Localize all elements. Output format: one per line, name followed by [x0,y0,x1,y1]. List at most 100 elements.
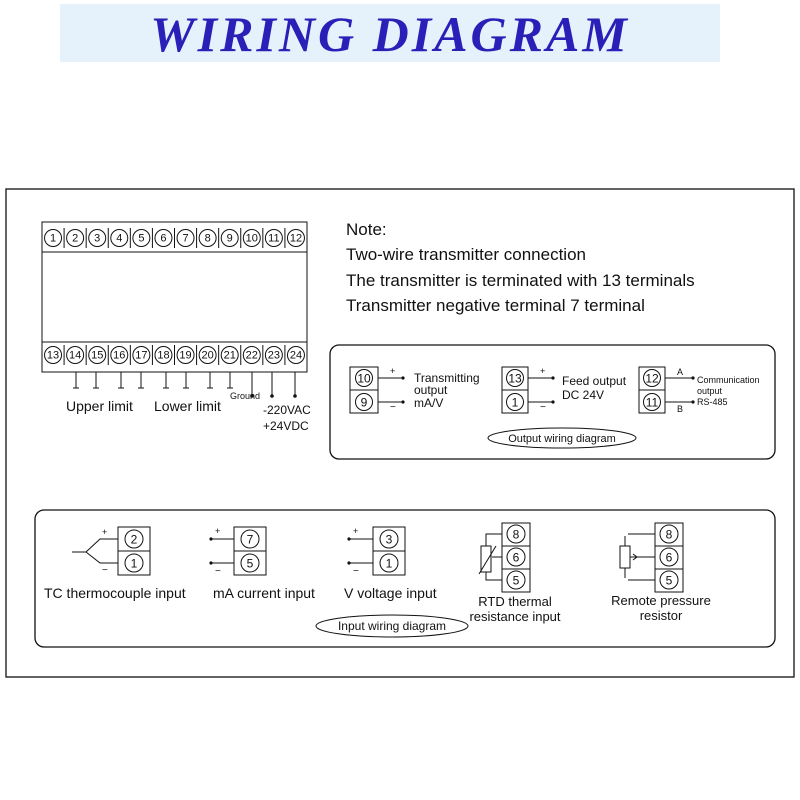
power-ac-label: -220VAC [263,403,311,417]
terminal-circle [506,570,526,590]
tc-label: TC thermocouple input [44,585,186,601]
note-heading: Note: [346,220,387,239]
output-section-frame [329,344,776,460]
terminal-circle [220,346,239,364]
terminal-circle [379,529,399,549]
terminal-circle [198,346,217,364]
terminal-circle [264,229,283,247]
comm-label-1: Communication [697,375,760,385]
terminal-number: 4 [116,233,122,245]
note-line-3: Transmitter negative terminal 7 terminal [346,296,645,315]
v-label: V voltage input [344,585,437,601]
input-caption: Input wiring diagram [338,619,446,633]
terminal-block-body [41,251,308,343]
terminal-circle [176,229,195,247]
tc-input: 21 + − TC thermocouple input [44,526,186,601]
terminal-circle [88,229,107,247]
terminal-number: 9 [361,396,368,410]
ground-label: Ground [230,391,260,401]
ma-minus: − [215,566,221,577]
terminal-number: 13 [508,372,522,386]
terminal-circle [124,529,144,549]
terminal-circle [264,346,283,364]
terminal-number: 12 [290,233,302,245]
terminal-circle [659,524,679,544]
terminal-circle [643,369,661,387]
title-band: WIRING DIAGRAM [60,4,720,62]
terminal-number: 10 [246,233,258,245]
terminal-number: 11 [646,396,659,410]
remote-pressure-input: 865 Remote pressure resistor [611,522,711,623]
rtd-label-2: resistance input [469,609,560,624]
v-input: 31 + − V voltage input [344,526,437,601]
terminal-circle [286,346,305,364]
terminal-number: 3 [94,233,100,245]
terminal-number: 16 [113,350,125,362]
power-dc-label: +24VDC [263,419,309,433]
terminal-number: 12 [645,372,659,386]
terminal-circle [132,346,151,364]
input-wiring-section: 21 + − TC thermocouple input 75 + − mA c… [34,509,776,648]
page-title: WIRING DIAGRAM [150,6,630,62]
terminal-circle [110,229,129,247]
input-section-frame [34,509,776,648]
terminal-circle [176,346,195,364]
output-caption-oval [487,427,637,449]
terminal-number: 17 [135,350,147,362]
terminal-number: 2 [72,233,78,245]
terminal-circle [44,229,63,247]
transmitting-plus: + [390,366,395,376]
terminal-circle [88,346,107,364]
terminal-number: 6 [666,551,673,565]
remote-label-2: resistor [640,608,683,623]
note-line-1: Two-wire transmitter connection [346,245,586,264]
terminal-circle [132,229,151,247]
terminal-circle [154,229,173,247]
feed-label-1: Feed output [562,374,627,388]
terminal-number: 5 [666,574,673,588]
terminal-number: 21 [224,350,236,362]
terminal-circle [659,570,679,590]
terminal-number: 3 [386,533,393,547]
terminal-number: 19 [179,350,191,362]
terminal-circle [506,524,526,544]
terminal-circle [355,369,373,387]
terminal-number: 8 [666,528,673,542]
feed-output: 131 + − Feed output DC 24V [501,366,627,414]
transmitting-minus: − [390,402,396,413]
output-caption: Output wiring diagram [508,433,616,445]
outer-frame [5,188,795,678]
terminal-circle [198,229,217,247]
terminal-circle [154,346,173,364]
transmitting-label-2: output [414,383,448,397]
transmitting-label-1: Transmitting [414,371,480,385]
v-plus: + [353,526,358,536]
terminal-circle [643,393,661,411]
note-line-2: The transmitter is terminated with 13 te… [346,271,695,290]
terminal-number: 5 [513,574,520,588]
tc-minus: − [102,565,108,576]
upper-limit-label: Upper limit [66,398,133,414]
ma-label: mA current input [213,585,315,601]
terminal-number: 10 [357,372,371,386]
terminal-number: 11 [268,233,279,245]
feed-plus: + [540,366,545,376]
terminal-number: 18 [157,350,169,362]
rtd-input: 865 RTD thermal resistance input [469,522,561,624]
terminal-circle [240,553,260,573]
terminal-number: 8 [205,233,211,245]
terminal-number: 6 [160,233,166,245]
comm-label-2: output [697,386,723,396]
terminal-number: 9 [227,233,233,245]
terminal-circle [242,346,261,364]
input-caption-oval [315,614,469,638]
terminal-circle [220,229,239,247]
terminal-circle [506,547,526,567]
terminal-number: 5 [247,557,254,571]
terminal-number: 5 [138,233,144,245]
v-minus: − [353,566,359,577]
